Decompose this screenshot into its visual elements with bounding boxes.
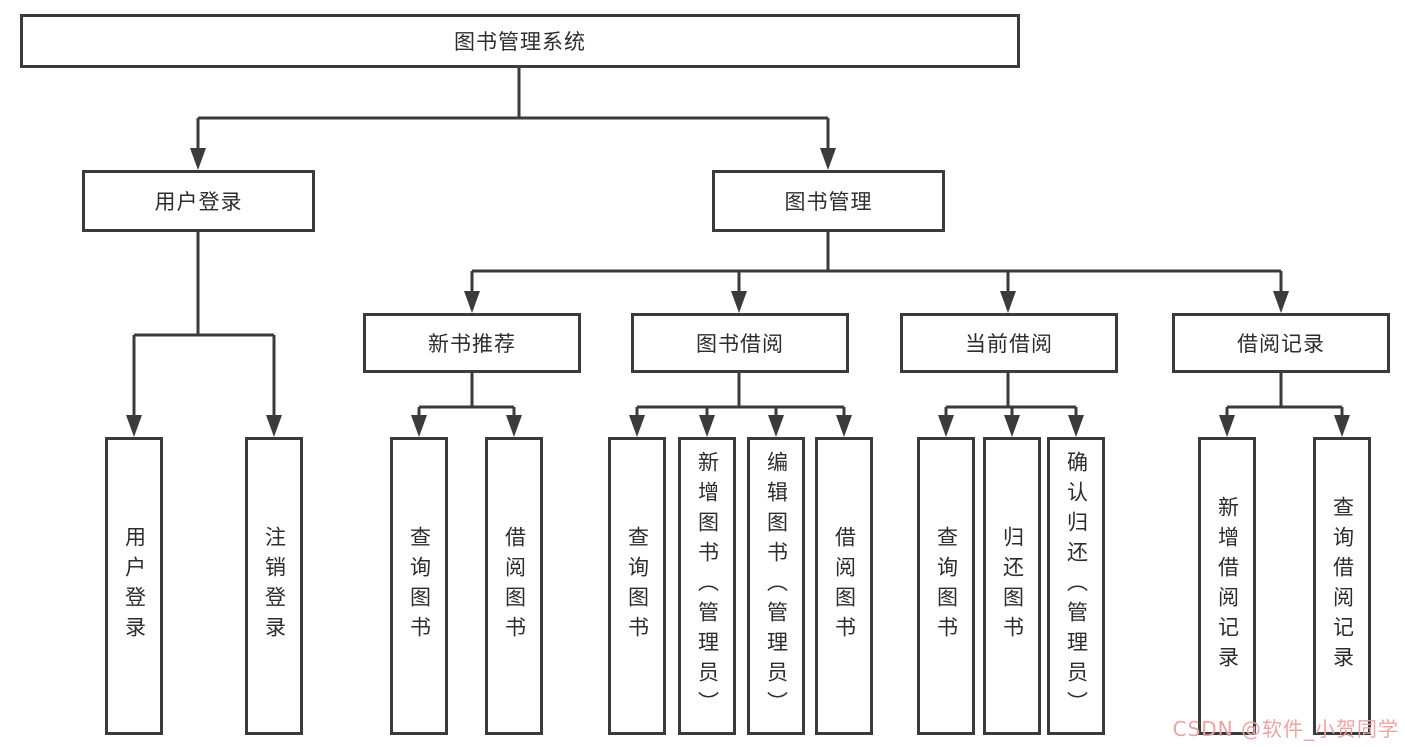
leaf-user-login: 用户登录: [105, 437, 163, 735]
node-borrow-records: 借阅记录: [1172, 313, 1390, 373]
arrow-icon: [1334, 415, 1350, 437]
arrow-icon: [411, 415, 427, 437]
node-book-borrow: 图书借阅: [631, 313, 849, 373]
arrow-icon: [731, 291, 747, 313]
connector-new-book-recommend: [417, 373, 516, 417]
leaf-recommend-query-books: 查询图书: [390, 437, 448, 735]
leaf-logout: 注销登录: [245, 437, 303, 735]
arrow-icon: [266, 415, 282, 437]
leaf-add-book-admin: 新增图书（管理员）: [678, 437, 736, 735]
arrow-icon: [190, 148, 206, 170]
leaf-query-borrow-record: 查询借阅记录: [1313, 437, 1371, 735]
connector-root: [196, 68, 830, 150]
arrow-icon: [1068, 415, 1084, 437]
node-root: 图书管理系统: [20, 14, 1020, 68]
connector-current-borrow: [944, 373, 1078, 417]
arrow-icon: [126, 415, 142, 437]
node-new-book-recommend: 新书推荐: [363, 313, 581, 373]
arrowheads: [126, 148, 1350, 437]
arrow-icon: [768, 415, 784, 437]
arrow-icon: [464, 291, 480, 313]
connector-user-login: [132, 232, 276, 417]
node-user-login: 用户登录: [82, 170, 315, 232]
node-book-management: 图书管理: [712, 170, 945, 232]
leaf-current-query-books: 查询图书: [917, 437, 975, 735]
arrow-icon: [1000, 291, 1016, 313]
arrow-icon: [836, 415, 852, 437]
leaf-borrow-query-books: 查询图书: [608, 437, 666, 735]
leaf-borrow-borrow-books: 借阅图书: [815, 437, 873, 735]
leaf-return-books: 归还图书: [983, 437, 1041, 735]
leaf-add-borrow-record: 新增借阅记录: [1198, 437, 1256, 735]
node-current-borrow: 当前借阅: [900, 313, 1118, 373]
arrow-icon: [1004, 415, 1020, 437]
arrow-icon: [629, 415, 645, 437]
leaf-recommend-borrow-books: 借阅图书: [485, 437, 543, 735]
watermark-text: CSDN @软件_小贺同学: [1172, 717, 1399, 741]
connector-book-borrow: [635, 373, 846, 417]
leaf-edit-book-admin: 编辑图书（管理员）: [747, 437, 805, 735]
arrow-icon: [938, 415, 954, 437]
arrow-icon: [1219, 415, 1235, 437]
connector-book-management: [470, 232, 1283, 293]
leaf-confirm-return-admin: 确认归还（管理员）: [1047, 437, 1105, 735]
arrow-icon: [820, 148, 836, 170]
arrow-icon: [699, 415, 715, 437]
arrow-icon: [506, 415, 522, 437]
arrow-icon: [1273, 291, 1289, 313]
connector-borrow-records: [1225, 373, 1344, 417]
